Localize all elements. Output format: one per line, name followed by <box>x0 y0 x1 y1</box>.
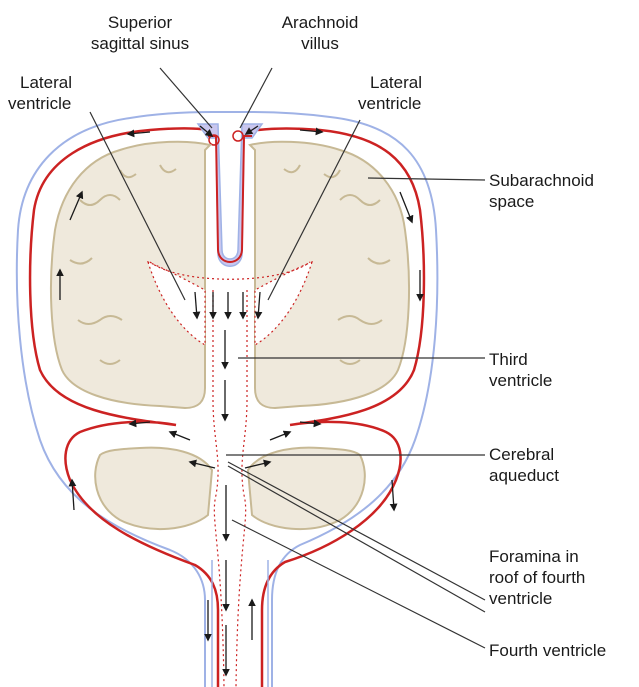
label-lvl-line1: Lateral <box>8 72 72 93</box>
right-cerebral-hemisphere <box>250 142 409 408</box>
label-superior-sagittal-sinus: Superior sagittal sinus <box>70 12 210 54</box>
label-foramina-line2: roof of fourth <box>489 567 585 588</box>
ventricular-channel-right <box>236 290 247 687</box>
label-subarachnoid-space: Subarachnoid space <box>489 170 594 212</box>
label-arachnoid-villus: Arachnoid villus <box>270 12 370 54</box>
label-superior-line1: Superior <box>70 12 210 33</box>
label-third-line2: ventricle <box>489 370 552 391</box>
label-lvr-line1: Lateral <box>358 72 422 93</box>
label-foramina: Foramina in roof of fourth ventricle <box>489 546 585 609</box>
right-cerebellum <box>248 448 365 529</box>
label-subarachnoid-line1: Subarachnoid <box>489 170 594 191</box>
label-lvr-line2: ventricle <box>358 93 422 114</box>
left-cerebellum <box>95 448 212 529</box>
label-lvl-line2: ventricle <box>8 93 72 114</box>
label-superior-line2: sagittal sinus <box>70 33 210 54</box>
label-third-line1: Third <box>489 349 552 370</box>
label-lateral-ventricle-right: Lateral ventricle <box>358 72 422 114</box>
label-arachnoid-line1: Arachnoid <box>270 12 370 33</box>
label-fourth-ventricle: Fourth ventricle <box>489 640 606 661</box>
label-aqueduct-line1: Cerebral <box>489 444 559 465</box>
label-subarachnoid-line2: space <box>489 191 594 212</box>
label-aqueduct-line2: aqueduct <box>489 465 559 486</box>
label-foramina-line3: ventricle <box>489 588 585 609</box>
label-arachnoid-line2: villus <box>270 33 370 54</box>
sinus-red-outline <box>208 136 252 262</box>
label-cerebral-aqueduct: Cerebral aqueduct <box>489 444 559 486</box>
label-third-ventricle: Third ventricle <box>489 349 552 391</box>
left-cerebral-hemisphere <box>51 142 210 408</box>
label-lateral-ventricle-left: Lateral ventricle <box>8 72 72 114</box>
label-foramina-line1: Foramina in <box>489 546 585 567</box>
label-fourth-line1: Fourth ventricle <box>489 640 606 661</box>
